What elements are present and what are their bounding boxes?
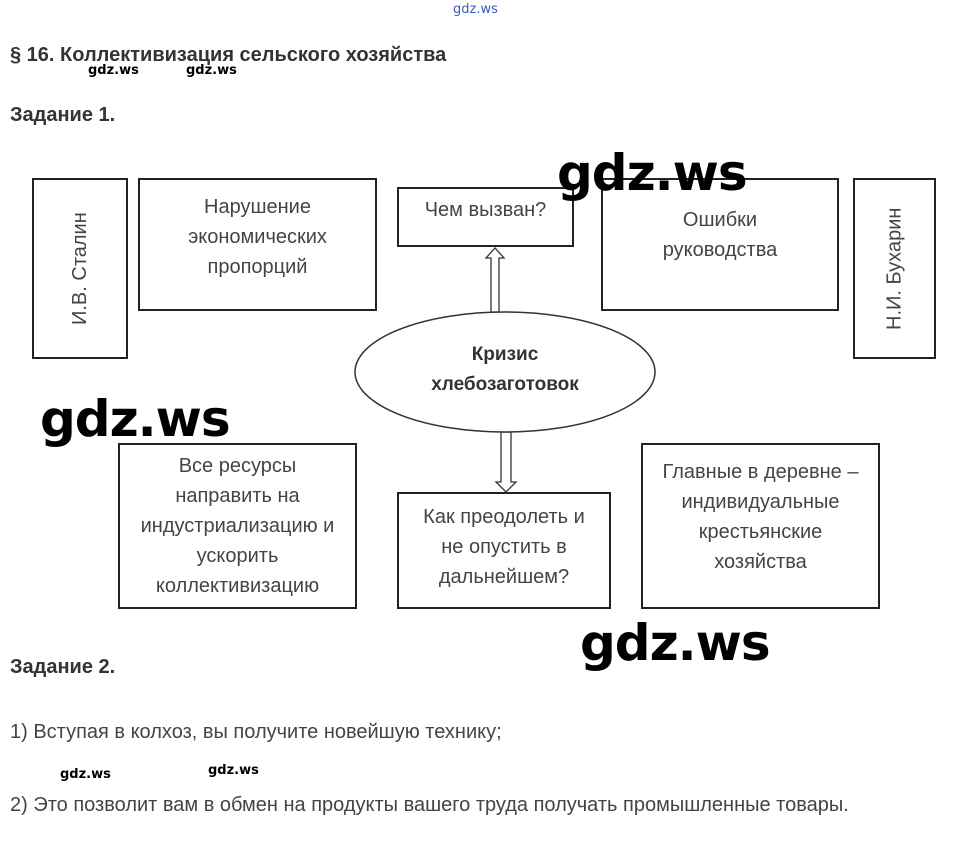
solution-left-box: Все ресурсы направить на индустриализаци… — [118, 443, 357, 609]
page-title: § 16. Коллективизация сельского хозяйств… — [10, 44, 447, 66]
watermark: gdz.ws — [88, 63, 139, 78]
watermark: gdz.ws — [557, 144, 748, 202]
task1-heading: Задание 1. — [10, 104, 116, 126]
cause-left-text: Нарушение экономических пропорций — [188, 196, 327, 278]
watermark: gdz.ws — [453, 2, 498, 17]
question-bottom-text: Как преодолеть и не опустить в дальнейше… — [423, 506, 585, 588]
question-top-text: Чем вызван? — [424, 199, 547, 221]
solution-left-text: Все ресурсы направить на индустриализаци… — [140, 455, 335, 597]
watermark: gdz.ws — [40, 390, 231, 448]
cause-right-box: Ошибки руководства — [601, 178, 839, 311]
question-bottom-box: Как преодолеть и не опустить в дальнейше… — [397, 492, 611, 609]
question-top-box: Чем вызван? — [397, 187, 574, 247]
cause-left-box: Нарушение экономических пропорций — [138, 178, 377, 311]
center-text: Кризис хлебозаготовок — [431, 344, 579, 395]
watermark: gdz.ws — [186, 63, 237, 78]
watermark: gdz.ws — [60, 767, 111, 782]
solution-right-box: Главные в деревне – индивидуальные крест… — [641, 443, 880, 609]
watermark: gdz.ws — [208, 763, 259, 778]
cause-right-text: Ошибки руководства — [662, 209, 778, 261]
watermark: gdz.ws — [580, 614, 771, 672]
arrow-up-icon — [484, 247, 506, 313]
task2-heading: Задание 2. — [10, 656, 116, 678]
arrow-down-icon — [494, 431, 518, 493]
center-ellipse — [354, 311, 656, 433]
solution-right-text: Главные в деревне – индивидуальные крест… — [662, 461, 859, 573]
answer-1: 1) Вступая в колхоз, вы получите новейшу… — [10, 721, 502, 743]
answer-2: 2) Это позволит вам в обмен на продукты … — [10, 794, 849, 816]
